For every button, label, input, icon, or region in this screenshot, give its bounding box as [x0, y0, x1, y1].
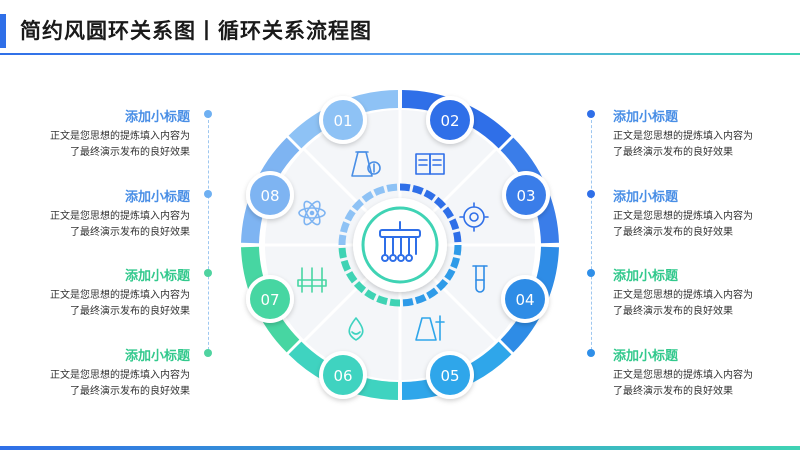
- body-line: 了最终演示发布的良好效果: [70, 227, 190, 238]
- body-line: 正文是您思想的提炼填入内容为: [50, 290, 190, 301]
- text-block-07: 添加小标题 正文是您思想的提炼填入内容为 了最终演示发布的良好效果: [0, 265, 190, 320]
- text-block-05: 添加小标题 正文是您思想的提炼填入内容为 了最终演示发布的良好效果: [613, 345, 800, 400]
- body-line: 正文是您思想的提炼填入内容为: [613, 290, 753, 301]
- body-line: 了最终演示发布的良好效果: [70, 147, 190, 158]
- right-timeline: [591, 115, 592, 355]
- body-line: 了最终演示发布的良好效果: [613, 306, 733, 317]
- timeline-dot: [204, 190, 212, 198]
- lab-equipment-icon: [415, 315, 445, 341]
- number-badge-01: 01: [319, 96, 367, 144]
- body-line: 正文是您思想的提炼填入内容为: [613, 370, 753, 381]
- heading: 添加小标题: [613, 110, 679, 125]
- body-line: 了最终演示发布的良好效果: [613, 147, 733, 158]
- gear-flask-icon: [459, 202, 489, 232]
- heading: 添加小标题: [613, 349, 679, 364]
- badge-label: 07: [260, 291, 279, 309]
- text-block-03: 添加小标题 正文是您思想的提炼填入内容为 了最终演示发布的良好效果: [613, 186, 800, 241]
- text-block-06: 添加小标题 正文是您思想的提炼填入内容为 了最终演示发布的良好效果: [0, 345, 190, 400]
- number-badge-05: 05: [426, 351, 474, 399]
- water-drop-icon: [348, 317, 364, 341]
- body-line: 正文是您思想的提炼填入内容为: [613, 131, 753, 142]
- number-badge-07: 07: [246, 275, 294, 323]
- badge-label: 03: [516, 187, 535, 205]
- molecule-lab-icon: [379, 221, 421, 262]
- body-line: 正文是您思想的提炼填入内容为: [613, 211, 753, 222]
- body-line: 了最终演示发布的良好效果: [613, 386, 733, 397]
- body-line: 了最终演示发布的良好效果: [70, 306, 190, 317]
- timeline-dot: [204, 110, 212, 118]
- number-badge-02: 02: [426, 96, 474, 144]
- body-line: 了最终演示发布的良好效果: [613, 227, 733, 238]
- badge-label: 02: [440, 112, 459, 130]
- badge-label: 01: [333, 112, 352, 130]
- timeline-dot: [587, 190, 595, 198]
- badge-label: 05: [440, 367, 459, 385]
- timeline-dot: [204, 349, 212, 357]
- open-book-icon: [415, 153, 445, 175]
- timeline-dot: [204, 269, 212, 277]
- inner-ring: [338, 183, 462, 307]
- number-badge-04: 04: [501, 275, 549, 323]
- left-timeline: [208, 115, 209, 355]
- heading: 添加小标题: [613, 190, 679, 205]
- page-title: 简约风圆环关系图丨循环关系流程图: [20, 19, 372, 43]
- badge-label: 06: [333, 367, 352, 385]
- text-block-02: 添加小标题 正文是您思想的提炼填入内容为 了最终演示发布的良好效果: [613, 106, 800, 161]
- timeline-dot: [587, 110, 595, 118]
- text-block-08: 添加小标题 正文是您思想的提炼填入内容为 了最终演示发布的良好效果: [0, 186, 190, 241]
- title-accent-bar: [0, 14, 6, 48]
- heading: 添加小标题: [124, 190, 190, 205]
- heading: 添加小标题: [124, 269, 190, 284]
- science-flask-icon: [351, 151, 381, 177]
- body-line: 正文是您思想的提炼填入内容为: [50, 370, 190, 381]
- badge-label: 04: [515, 291, 534, 309]
- body-line: 了最终演示发布的良好效果: [70, 386, 190, 397]
- text-block-04: 添加小标题 正文是您思想的提炼填入内容为 了最终演示发布的良好效果: [613, 265, 800, 320]
- text-block-01: 添加小标题 正文是您思想的提炼填入内容为 了最终演示发布的良好效果: [0, 106, 190, 161]
- title-divider: [0, 53, 800, 55]
- test-tube-rack-icon: [297, 267, 327, 293]
- bottom-accent-line: [0, 446, 800, 450]
- body-line: 正文是您思想的提炼填入内容为: [50, 211, 190, 222]
- timeline-dot: [587, 349, 595, 357]
- heading: 添加小标题: [124, 349, 190, 364]
- number-badge-03: 03: [502, 171, 550, 219]
- timeline-dot: [587, 269, 595, 277]
- number-badge-08: 08: [246, 171, 294, 219]
- heading: 添加小标题: [124, 110, 190, 125]
- badge-label: 08: [260, 187, 279, 205]
- number-badge-06: 06: [319, 351, 367, 399]
- atom-icon: [298, 200, 326, 226]
- body-line: 正文是您思想的提炼填入内容为: [50, 131, 190, 142]
- test-tube-icon: [472, 265, 488, 293]
- heading: 添加小标题: [613, 269, 679, 284]
